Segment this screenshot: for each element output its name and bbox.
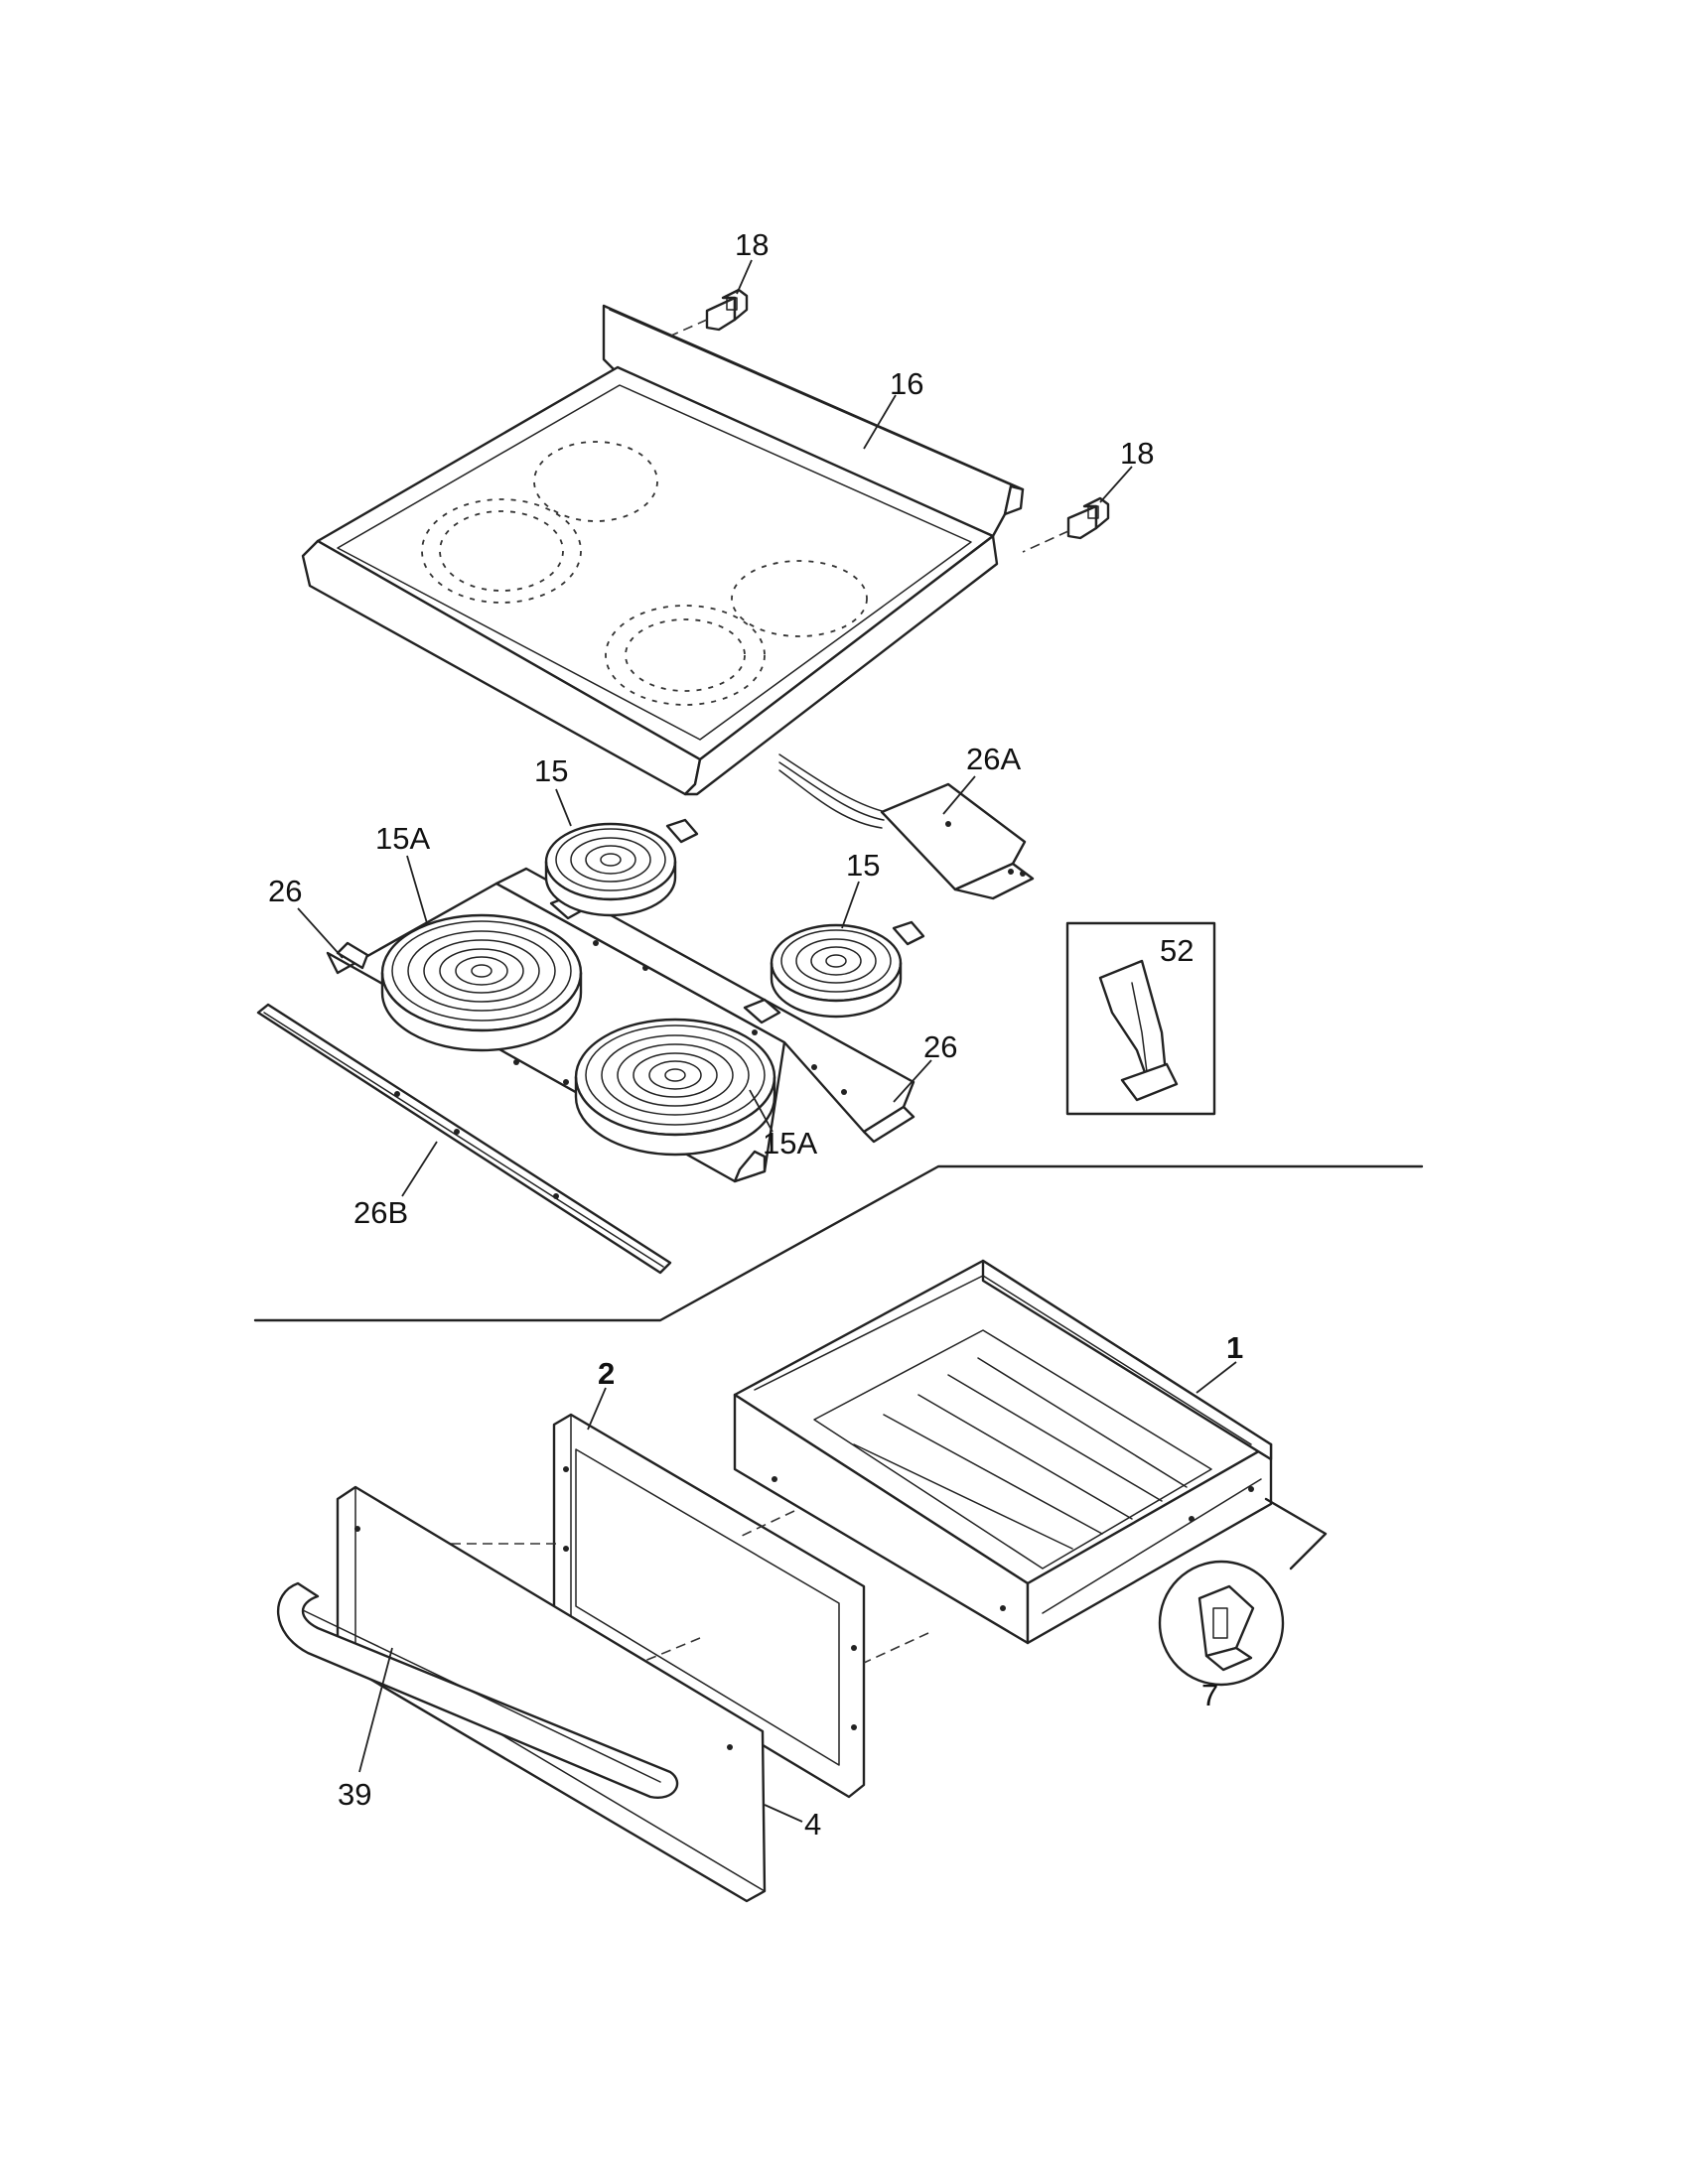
drawer-handle[interactable]: [276, 1581, 679, 1799]
small-radiant-element-rear[interactable]: [544, 818, 699, 917]
callout-15a-rear: 15A: [375, 821, 430, 856]
callout-15a-front: 15A: [763, 1126, 817, 1160]
callout-26a: 26A: [966, 742, 1021, 776]
mounting-bracket-right[interactable]: [1066, 496, 1110, 540]
callout-18-right: 18: [1120, 436, 1154, 471]
leader-lines: [297, 259, 1237, 1823]
large-radiant-element-front[interactable]: [574, 998, 781, 1157]
insert-part-box[interactable]: [1065, 921, 1216, 1116]
callout-18-top: 18: [735, 227, 769, 262]
callout-26b: 26B: [353, 1195, 408, 1230]
small-radiant-element-front[interactable]: [770, 920, 925, 1019]
callout-15-rear: 15: [534, 753, 568, 788]
callout-7: 7: [1201, 1678, 1218, 1712]
cooktop-glass-top[interactable]: [301, 304, 1025, 796]
section-divider-line: [253, 1164, 1424, 1322]
large-radiant-element-rear[interactable]: [380, 893, 588, 1052]
trim-strip-26b[interactable]: [256, 1003, 672, 1275]
callout-1: 1: [1226, 1330, 1243, 1365]
callout-4: 4: [804, 1807, 821, 1842]
callout-16: 16: [890, 366, 923, 401]
callout-26-right: 26: [923, 1029, 957, 1064]
callout-39: 39: [338, 1777, 371, 1812]
callout-2: 2: [598, 1356, 615, 1391]
element-support-bracket-right[interactable]: [494, 867, 915, 1144]
drawer-clip-circle[interactable]: [1158, 1560, 1285, 1687]
callout-26-left: 26: [268, 874, 302, 908]
callout-52: 52: [1160, 933, 1194, 968]
drawer-body[interactable]: [733, 1259, 1273, 1645]
callout-15-front: 15: [846, 848, 880, 883]
wire-harness-26a[interactable]: [778, 753, 1035, 900]
mounting-bracket-top[interactable]: [705, 288, 749, 332]
